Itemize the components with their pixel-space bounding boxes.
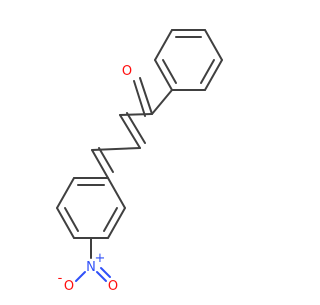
chain-double-bond [98,147,114,173]
nitro-nitrogen-charge: + [95,251,106,266]
bond [154,59,173,91]
bond [151,89,173,115]
aromatic-inner-bond [103,207,118,232]
aromatic-inner-bond [162,59,177,84]
nitro-double-bond [96,271,107,282]
carbonyl-double-bond [133,80,146,117]
bond-layer [56,29,223,282]
bond [107,207,126,239]
structure-diagram: O N + O - O [56,29,223,294]
molecule-canvas: O N + O - O [56,29,223,294]
nitro-bond [75,271,86,282]
bond [56,207,75,239]
aromatic-inner-bond [64,207,79,232]
aromatic-inner-bond [200,59,215,84]
chain-double-bond [119,114,141,149]
chain-double-bond [126,112,146,144]
carbonyl-oxygen-label: O [122,64,132,79]
bond [204,29,223,61]
nitro-oxygen-left-label: O [64,279,74,294]
nitro-oxygen-charge: - [58,271,63,286]
nitro-double-bond [100,267,111,278]
chain-double-bond [91,149,109,179]
nitro-oxygen-right-label: O [108,279,118,294]
bond [154,29,173,61]
bond [56,177,75,209]
bond [204,59,223,91]
carbonyl-double-bond [139,77,153,115]
bond [107,177,126,209]
nitro-nitrogen-label: N [86,260,96,275]
bond [119,113,153,116]
